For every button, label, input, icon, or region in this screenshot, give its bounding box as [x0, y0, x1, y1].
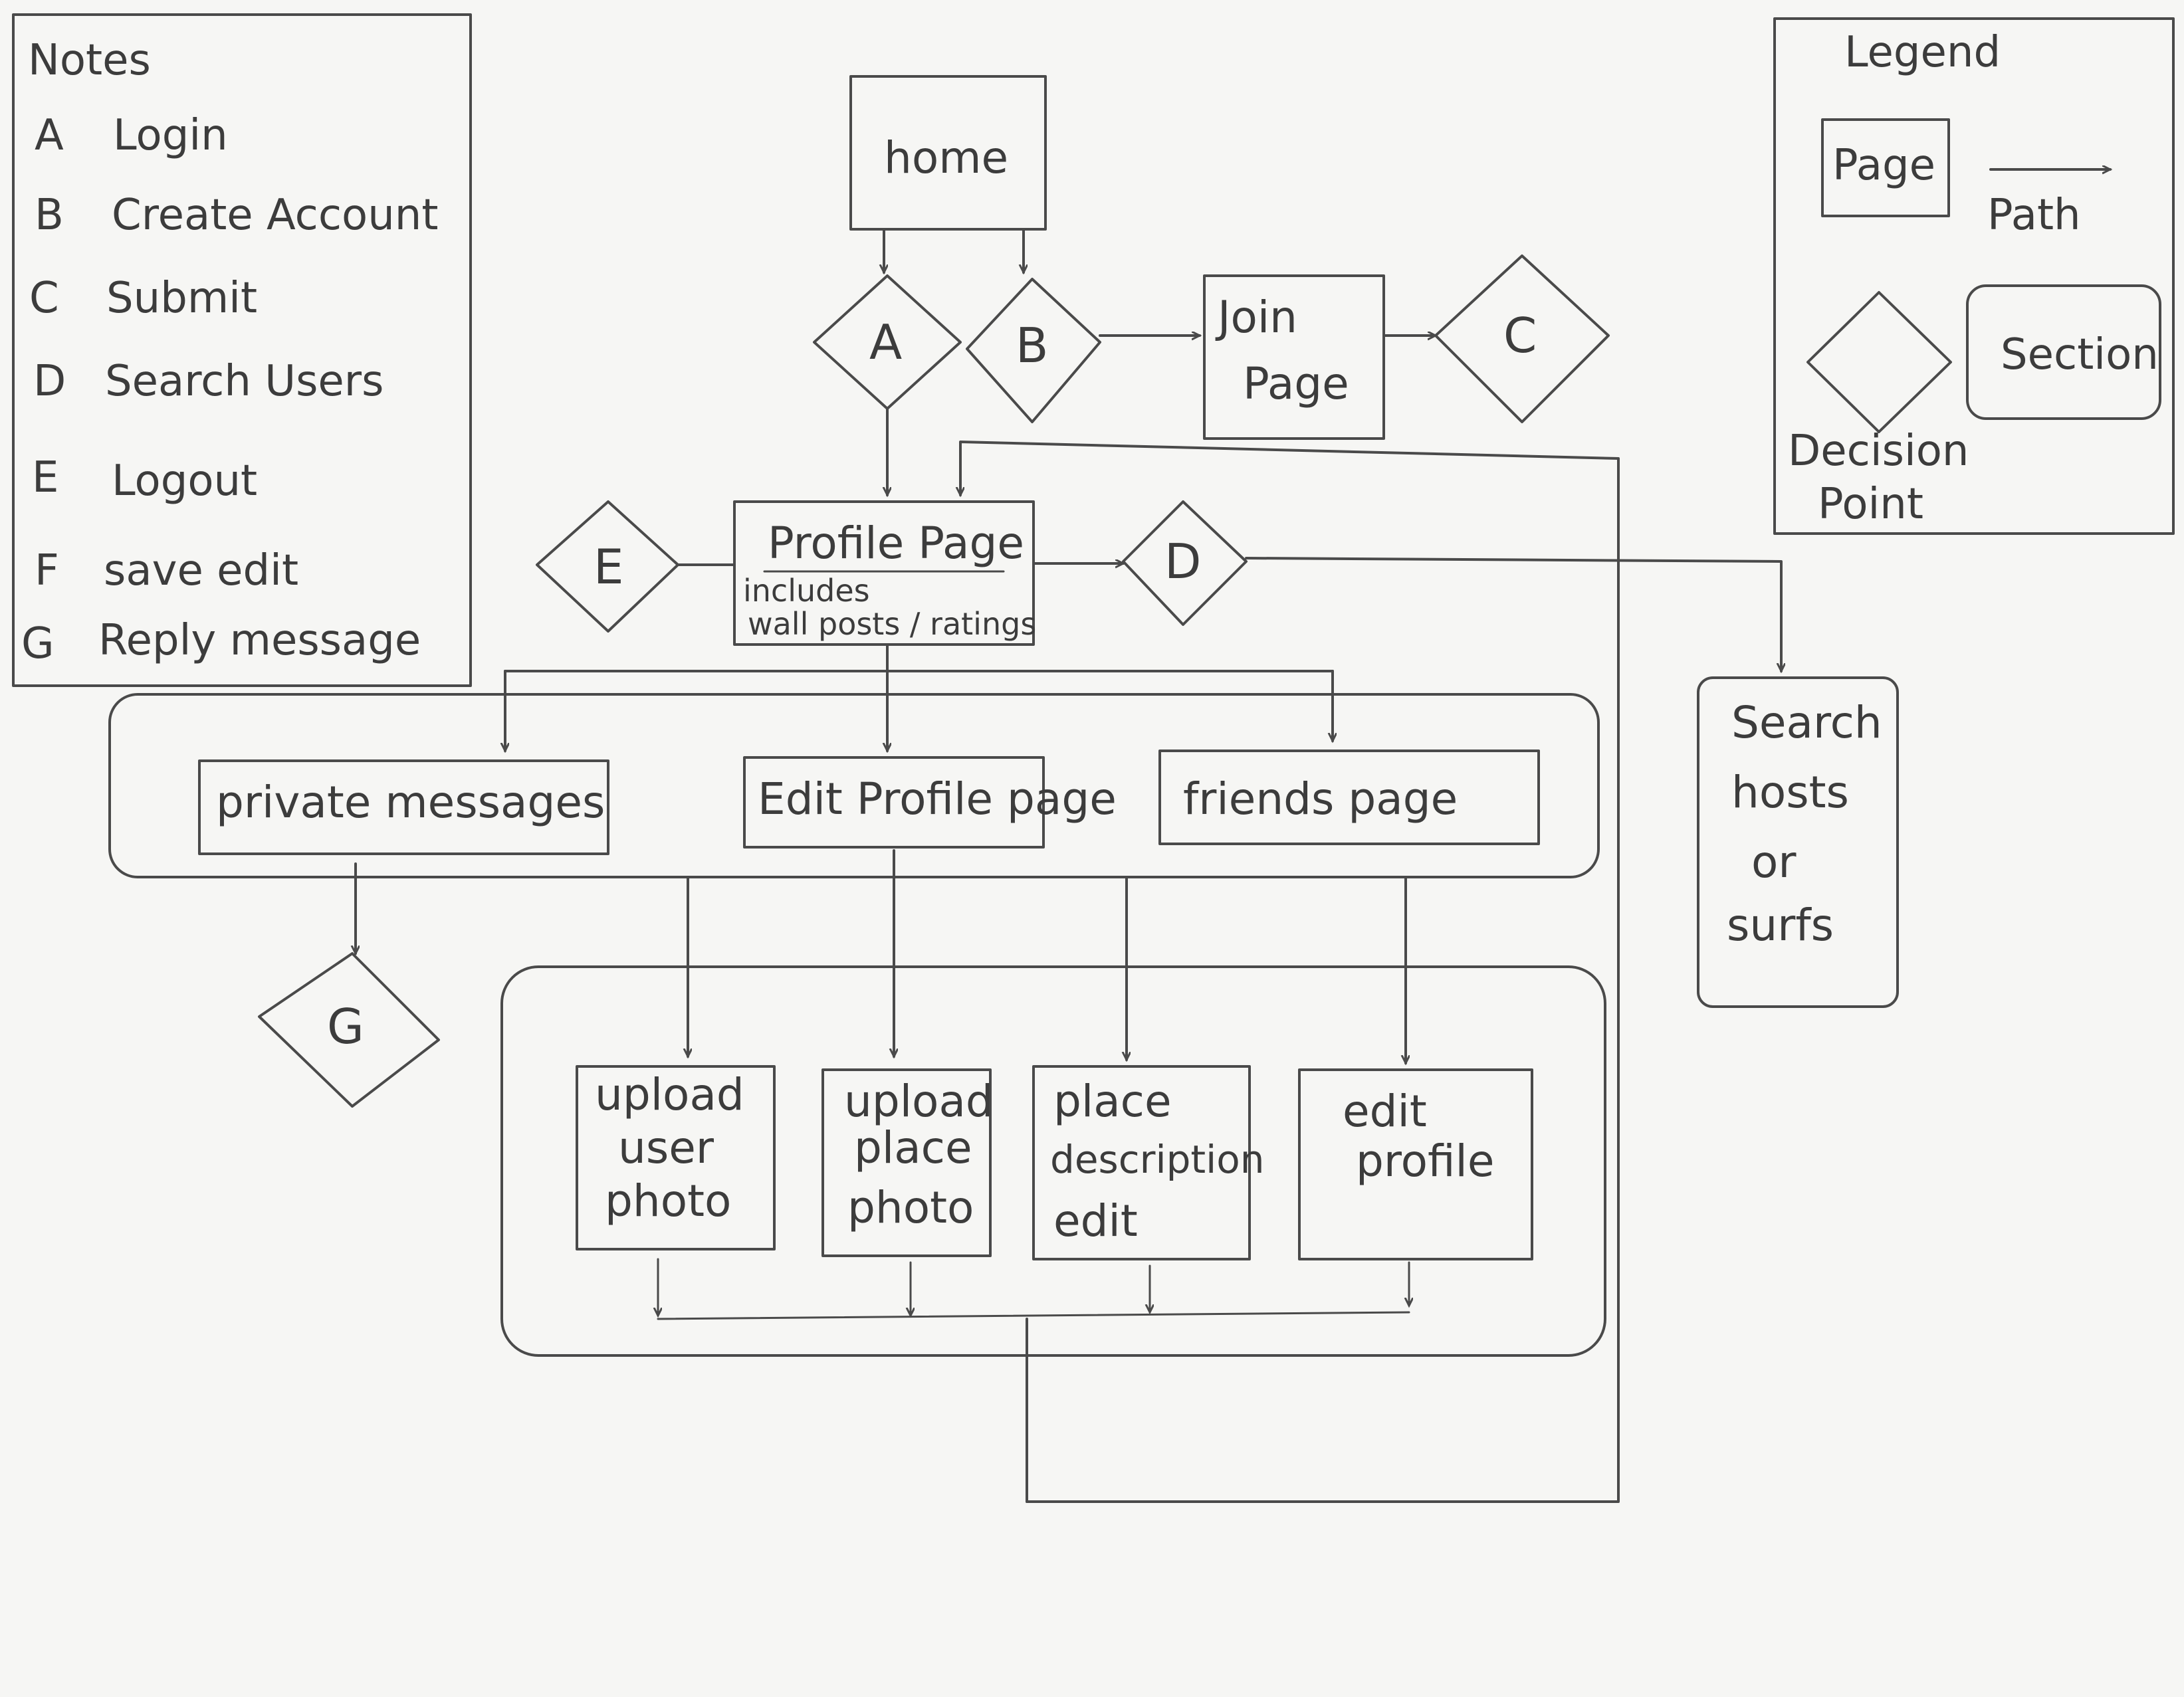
- decision-g: [258, 952, 440, 1108]
- search-page-label-3: or: [1751, 837, 1797, 888]
- private-messages-box: [198, 759, 609, 855]
- search-page-label-1: Search: [1731, 697, 1882, 748]
- edit-profile-label-2: profile: [1356, 1136, 1494, 1187]
- upload-user-photo-label-3: photo: [605, 1175, 731, 1227]
- legend-path-label: Path: [1987, 191, 2081, 240]
- search-page-label-4: surfs: [1727, 900, 1834, 951]
- home-page-box: [849, 75, 1047, 231]
- edit-profile-page-box: [743, 756, 1045, 848]
- legend-decision-label-2: Point: [1818, 480, 1923, 529]
- note-key-g: G: [21, 619, 55, 668]
- notes-title: Notes: [28, 36, 151, 85]
- note-key-a: A: [35, 111, 64, 160]
- notes-panel: Notes A Login B Create Account C Submit …: [12, 13, 472, 687]
- legend-panel: Legend Page Path Decision Point Section: [1773, 17, 2175, 535]
- note-text-search-users: Search Users: [105, 357, 383, 406]
- legend-decision-label-1: Decision: [1788, 427, 1969, 476]
- note-text-submit: Submit: [106, 274, 257, 323]
- place-description-label-3: edit: [1053, 1195, 1138, 1247]
- home-page-label: home: [884, 132, 1008, 183]
- section-edit-actions: [500, 965, 1606, 1357]
- upload-place-photo-label-1: upload: [844, 1076, 994, 1127]
- legend-section-symbol: [1966, 284, 2161, 420]
- search-page-label-2: hosts: [1731, 767, 1849, 818]
- note-key-d: D: [33, 357, 66, 406]
- edit-profile-page-label: Edit Profile page: [758, 773, 1117, 825]
- note-text-create-account: Create Account: [112, 191, 438, 240]
- decision-e: [536, 500, 679, 633]
- collector-line: [657, 1311, 1410, 1320]
- legend-page-symbol: [1821, 118, 1950, 217]
- note-key-b: B: [35, 191, 64, 240]
- decision-e-label: E: [594, 539, 624, 595]
- upload-user-photo-box: [576, 1065, 776, 1250]
- decision-g-label: G: [327, 999, 364, 1054]
- decision-b-label: B: [1016, 318, 1048, 373]
- legend-decision-symbol: [1806, 291, 1952, 433]
- edit-profile-box: [1298, 1068, 1533, 1260]
- decision-d: [1122, 500, 1248, 626]
- upload-place-photo-box: [821, 1068, 992, 1257]
- legend-title: Legend: [1844, 28, 2001, 77]
- profile-page-box: [733, 500, 1035, 646]
- note-text-reply-message: Reply message: [98, 616, 421, 665]
- note-key-e: E: [32, 453, 58, 502]
- place-description-label-1: place: [1053, 1076, 1172, 1127]
- friends-page-box: [1158, 749, 1540, 845]
- upload-place-photo-label-3: photo: [847, 1182, 974, 1233]
- edit-profile-label-1: edit: [1343, 1086, 1427, 1137]
- private-messages-label: private messages: [216, 777, 605, 828]
- profile-page-title: Profile Page: [768, 518, 1024, 569]
- profile-page-sub-2: wall posts / ratings: [748, 606, 1036, 642]
- note-text-logout: Logout: [112, 456, 257, 506]
- legend-page-label: Page: [1832, 141, 1935, 190]
- note-text-login: Login: [113, 111, 228, 160]
- legend-section-label: Section: [2001, 330, 2159, 379]
- legend-border: [1773, 17, 2175, 535]
- decision-b: [966, 278, 1101, 423]
- notes-border: [12, 13, 472, 687]
- note-text-save-edit: save edit: [104, 546, 298, 595]
- join-page-box: [1203, 274, 1385, 440]
- note-key-f: F: [35, 546, 59, 595]
- join-page-label-2: Page: [1243, 358, 1349, 409]
- friends-page-label: friends page: [1183, 773, 1458, 825]
- upload-user-photo-label-1: upload: [595, 1069, 744, 1120]
- decision-c-label: C: [1503, 308, 1537, 363]
- decision-a-label: A: [869, 314, 902, 370]
- upload-user-photo-label-2: user: [618, 1122, 714, 1173]
- decision-c: [1434, 254, 1610, 423]
- profile-page-sub-1: includes: [743, 573, 870, 609]
- note-key-c: C: [29, 274, 59, 323]
- search-page-box: [1697, 676, 1899, 1008]
- upload-place-photo-label-2: place: [854, 1122, 972, 1173]
- path-d-to-search: [1245, 557, 1781, 671]
- return-loop-path: [960, 441, 1620, 1503]
- place-description-edit-box: [1032, 1065, 1251, 1260]
- place-description-label-2: description: [1050, 1137, 1264, 1182]
- join-page-label-1: Join: [1215, 292, 1297, 343]
- decision-d-label: D: [1164, 534, 1201, 589]
